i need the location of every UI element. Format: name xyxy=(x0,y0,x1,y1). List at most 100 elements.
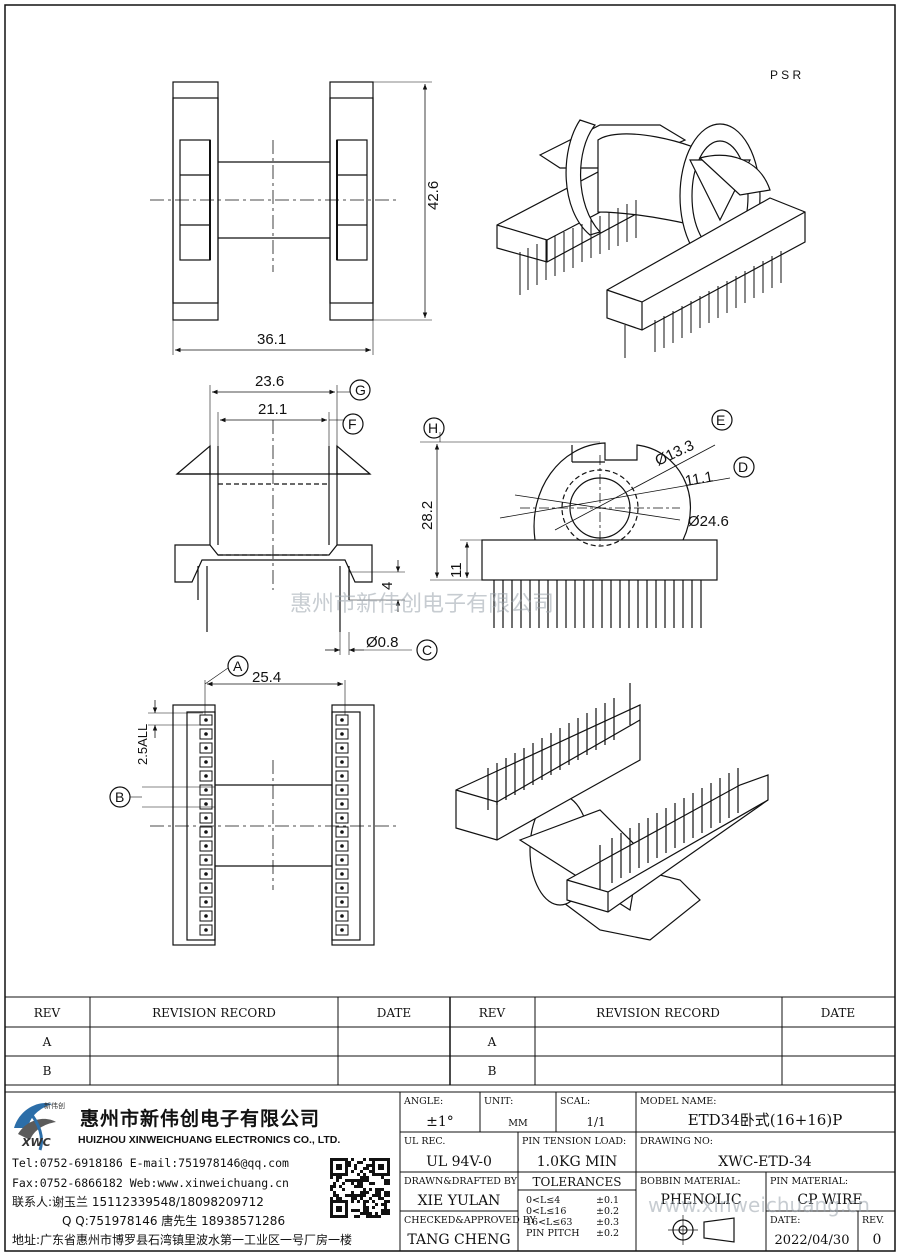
qr-module xyxy=(375,1194,378,1197)
qr-module xyxy=(363,1206,366,1209)
corner-mark: P S R xyxy=(770,68,801,82)
qr-module xyxy=(369,1215,372,1218)
qr-module xyxy=(381,1167,384,1170)
qr-module xyxy=(351,1170,354,1173)
qr-module xyxy=(351,1182,354,1185)
qr-module xyxy=(336,1164,339,1167)
qr-module xyxy=(360,1185,363,1188)
qr-module xyxy=(372,1167,375,1170)
bottom-pin-hole xyxy=(340,802,344,806)
checked-value: TANG CHENG xyxy=(407,1232,510,1248)
rev-row-b-left: B xyxy=(43,1064,52,1078)
qr-module xyxy=(384,1191,387,1194)
tol-value-4: ±0.2 xyxy=(596,1228,619,1239)
qr-module xyxy=(360,1191,363,1194)
qr-module xyxy=(330,1185,333,1188)
bottom-pin-slot xyxy=(199,714,213,726)
bottom-pin-hole xyxy=(340,844,344,848)
qr-module xyxy=(330,1188,333,1191)
dim-pin-dia-0-8: Ø0.8 xyxy=(366,634,399,651)
qr-module xyxy=(366,1176,369,1179)
bottom-pin-hole xyxy=(340,886,344,890)
qr-module xyxy=(357,1173,360,1176)
dim-width-36-1: 36.1 xyxy=(257,331,286,348)
qr-module xyxy=(375,1215,378,1218)
bottom-pin-slot xyxy=(199,728,213,740)
label-a: A xyxy=(233,658,243,674)
qr-module xyxy=(363,1212,366,1215)
qr-module xyxy=(330,1173,333,1176)
bottom-pin-hole xyxy=(204,774,208,778)
qr-module xyxy=(381,1176,384,1179)
qr-module xyxy=(342,1215,345,1218)
bottom-pin-hole xyxy=(204,788,208,792)
qr-module xyxy=(330,1164,333,1167)
dim-base-height-11: 11 xyxy=(448,562,465,578)
qr-module xyxy=(381,1212,384,1215)
qr-module xyxy=(387,1170,390,1173)
qr-module xyxy=(354,1197,357,1200)
qr-module xyxy=(387,1173,390,1176)
label-f: F xyxy=(348,416,357,432)
qr-module xyxy=(387,1194,390,1197)
qr-module xyxy=(345,1209,348,1212)
revision-record-header-2: REVISION RECORD xyxy=(596,1006,720,1020)
iso-view-top xyxy=(496,119,806,331)
date-label: DATE: xyxy=(770,1215,800,1226)
bottom-pin-hole xyxy=(340,788,344,792)
qr-module xyxy=(384,1209,387,1212)
bottom-pin-slot xyxy=(335,728,349,740)
qr-module xyxy=(333,1185,336,1188)
bottom-pin-slot xyxy=(199,798,213,810)
watermark-company: 惠州市新伟创电子有限公司 xyxy=(290,592,554,617)
bobbin-material-value: PHENOLIC xyxy=(660,1192,741,1208)
bottom-pin-slot xyxy=(199,784,213,796)
bottom-pin-slot xyxy=(335,742,349,754)
qr-module xyxy=(366,1179,369,1182)
bottom-pin-slot xyxy=(199,812,213,824)
qr-module xyxy=(339,1185,342,1188)
bottom-pin-hole xyxy=(204,732,208,736)
qr-module xyxy=(333,1194,336,1197)
pin-tension-value: 1.0KG MIN xyxy=(537,1154,617,1170)
logo-text: XWC xyxy=(21,1136,51,1149)
qr-module xyxy=(354,1215,357,1218)
qr-module xyxy=(342,1188,345,1191)
qr-module xyxy=(387,1200,390,1203)
qr-module xyxy=(372,1170,375,1173)
qr-module xyxy=(360,1170,363,1173)
qr-module xyxy=(339,1173,342,1176)
qr-module xyxy=(357,1161,360,1164)
bottom-pin-slot xyxy=(199,770,213,782)
bottom-view xyxy=(109,655,398,946)
rev-row-a-right: A xyxy=(487,1035,497,1049)
qr-module xyxy=(372,1200,375,1203)
bottom-pin-slot xyxy=(199,924,213,936)
date-value: 2022/04/30 xyxy=(775,1233,850,1248)
qr-module xyxy=(339,1176,342,1179)
bottom-pin-slot xyxy=(199,756,213,768)
rev-value: 0 xyxy=(873,1232,882,1248)
drawing-no-value: XWC-ETD-34 xyxy=(718,1154,811,1170)
qr-module xyxy=(336,1167,339,1170)
qr-module xyxy=(345,1164,348,1167)
qr-module xyxy=(339,1215,342,1218)
dim-dia-11-1: 11.1 xyxy=(684,468,715,490)
revision-record-header-1: REVISION RECORD xyxy=(152,1006,276,1020)
label-c: C xyxy=(422,642,432,658)
bottom-pin-hole xyxy=(340,774,344,778)
tol-value-3: ±0.3 xyxy=(596,1217,619,1228)
qr-module xyxy=(378,1194,381,1197)
qr-module xyxy=(363,1209,366,1212)
qr-module xyxy=(384,1212,387,1215)
qr-module xyxy=(330,1161,333,1164)
bottom-pin-slot xyxy=(335,756,349,768)
qr-module xyxy=(366,1167,369,1170)
iso-view-bottom-pins xyxy=(487,683,739,890)
dim-inner-width-21-1: 21.1 xyxy=(258,401,287,418)
qr-module xyxy=(345,1194,348,1197)
qr-module xyxy=(333,1191,336,1194)
qr-module xyxy=(363,1176,366,1179)
qr-module xyxy=(333,1215,336,1218)
unit-value: MM xyxy=(508,1118,528,1129)
